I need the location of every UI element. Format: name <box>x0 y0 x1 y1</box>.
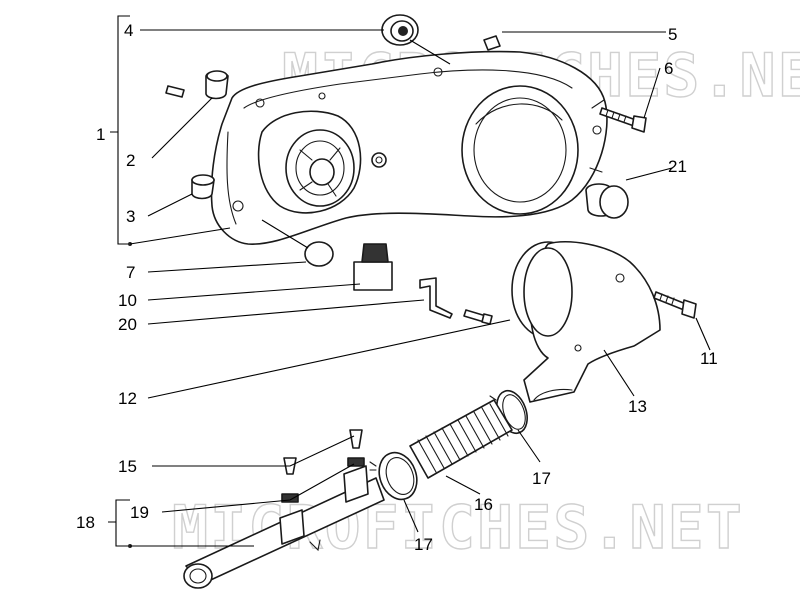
callout-19: 19 <box>130 503 149 522</box>
screw-small-pair <box>283 429 363 475</box>
callout-1: 1 <box>96 125 105 144</box>
bracket-clip <box>419 277 493 325</box>
clip-nuts <box>281 457 365 503</box>
hose-clamp-lower <box>369 451 418 501</box>
callout-4: 4 <box>124 21 133 40</box>
callout-2: 2 <box>126 151 135 170</box>
callout-6: 6 <box>664 59 673 78</box>
bush-lower <box>191 174 215 200</box>
callout-20: 20 <box>118 315 137 334</box>
callout-17-lower: 17 <box>414 535 433 554</box>
screw-intake <box>653 291 697 319</box>
callout-15: 15 <box>118 457 137 476</box>
callout-7: 7 <box>126 263 135 282</box>
plug-cap <box>304 241 334 267</box>
callout-12: 12 <box>118 389 137 408</box>
rubber-block <box>353 243 393 291</box>
callout-16: 16 <box>474 495 493 514</box>
callout-10: 10 <box>118 291 137 310</box>
leader-lines <box>108 15 711 548</box>
intake-tube-assembly <box>183 465 385 589</box>
callout-13: 13 <box>628 397 647 416</box>
callout-5: 5 <box>668 25 677 44</box>
callout-18: 18 <box>76 513 95 532</box>
bearing <box>381 14 419 46</box>
callout-21: 21 <box>668 157 687 176</box>
transmission-cover <box>210 50 608 245</box>
corrugated-hose <box>409 399 513 479</box>
cap-plug <box>585 183 629 219</box>
callout-11: 11 <box>700 349 718 368</box>
callout-3: 3 <box>126 207 135 226</box>
callout-17-upper: 17 <box>532 469 551 488</box>
screw-top-right <box>599 107 647 133</box>
dowel-pin-right <box>483 35 501 51</box>
air-intake-housing <box>523 241 661 403</box>
pin-and-bush <box>165 70 229 100</box>
